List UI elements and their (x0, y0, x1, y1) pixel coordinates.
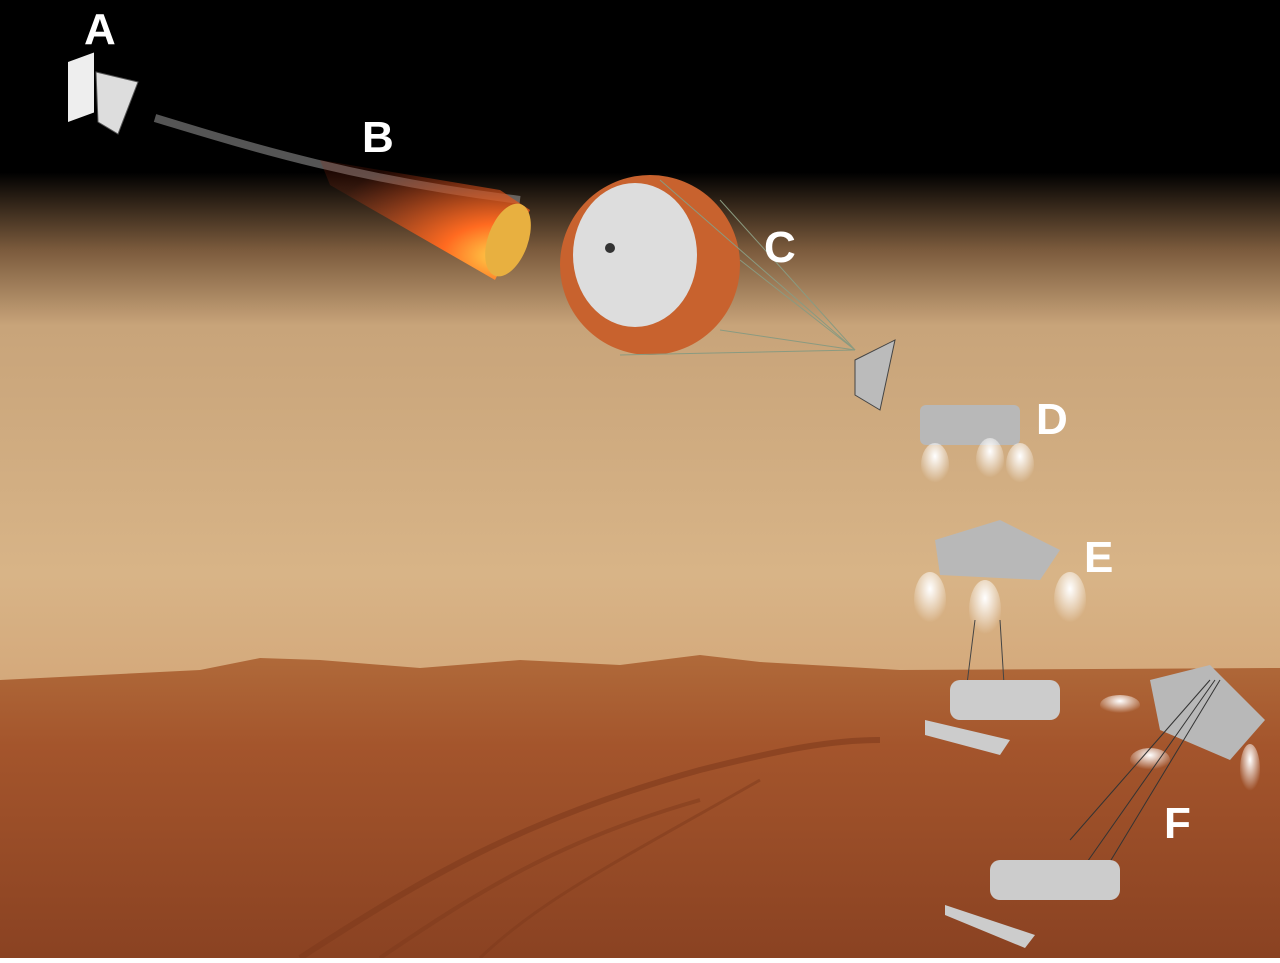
stage-label-a: A (84, 5, 116, 54)
capsule-a (68, 52, 139, 135)
stage-label-c: C (764, 223, 796, 272)
stage-label-f: F (1164, 799, 1191, 848)
stage-label-b: B (362, 113, 394, 162)
stage-label-d: D (1036, 395, 1068, 444)
stage-label-e: E (1084, 533, 1114, 582)
